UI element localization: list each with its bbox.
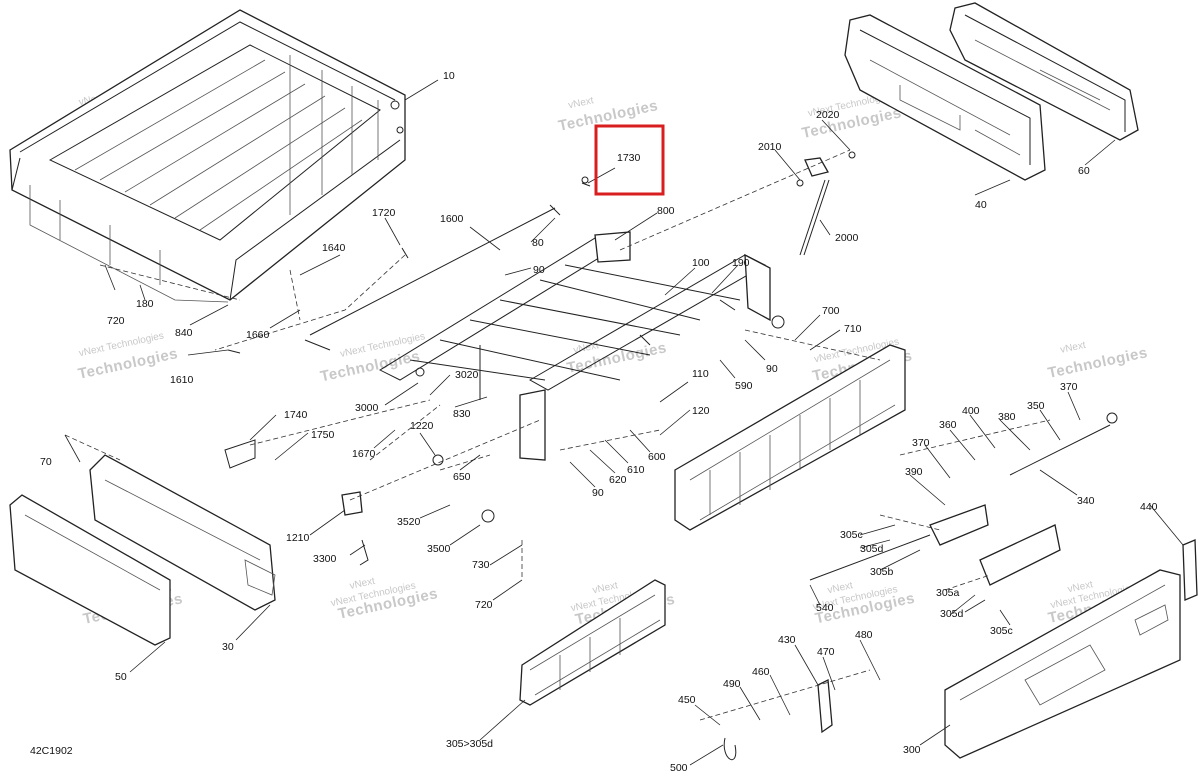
tailgate-inner-panel-part[interactable] xyxy=(674,344,906,531)
cargo-box-part[interactable] xyxy=(9,9,406,303)
latch-assembly-part[interactable] xyxy=(809,412,1118,586)
callout-305a[interactable]: 305a xyxy=(936,587,960,599)
callout-490[interactable]: 490 xyxy=(723,678,741,690)
callout-1640[interactable]: 1640 xyxy=(322,242,346,254)
callout-1730[interactable]: 1730 xyxy=(617,152,641,164)
callout-305d[interactable]: 305d xyxy=(860,543,884,555)
callout-1660[interactable]: 1660 xyxy=(246,329,270,341)
callout-610[interactable]: 610 xyxy=(627,464,645,476)
side-panel-50-part[interactable] xyxy=(9,494,171,646)
callout-1610[interactable]: 1610 xyxy=(170,374,194,386)
cable-part[interactable] xyxy=(723,678,833,761)
callout-340[interactable]: 340 xyxy=(1077,495,1095,507)
callout-110[interactable]: 110 xyxy=(692,368,709,380)
watermark-text: vNext xyxy=(592,580,620,596)
callout-80[interactable]: 80 xyxy=(532,237,544,249)
callout-305c[interactable]: 305c xyxy=(840,529,863,541)
callout-500[interactable]: 500 xyxy=(670,762,688,774)
callout-30[interactable]: 30 xyxy=(222,641,234,653)
callout-700[interactable]: 700 xyxy=(822,305,840,317)
callout-350[interactable]: 350 xyxy=(1027,400,1045,412)
watermark-text: vNext xyxy=(1067,579,1095,595)
callout-730[interactable]: 730 xyxy=(472,559,490,571)
callout-40[interactable]: 40 xyxy=(975,199,987,211)
callout-50[interactable]: 50 xyxy=(115,671,127,683)
callout-650[interactable]: 650 xyxy=(453,471,471,483)
callout-1740[interactable]: 1740 xyxy=(284,409,308,421)
watermark-text: vNext xyxy=(1059,340,1087,356)
callout-10[interactable]: 10 xyxy=(443,70,455,82)
callout-90-top[interactable]: 90 xyxy=(533,264,545,276)
hinge-440-part[interactable] xyxy=(1182,539,1198,601)
highlight-box xyxy=(594,124,665,196)
callout-360[interactable]: 360 xyxy=(939,419,957,431)
callout-440[interactable]: 440 xyxy=(1140,501,1158,513)
callout-390[interactable]: 390 xyxy=(905,466,923,478)
callout-370[interactable]: 370 xyxy=(1060,381,1078,393)
callout-380[interactable]: 380 xyxy=(998,411,1016,423)
callout-840[interactable]: 840 xyxy=(175,327,193,339)
callout-3000[interactable]: 3000 xyxy=(355,402,379,414)
callout-120[interactable]: 120 xyxy=(692,405,710,417)
watermark-text: vNext xyxy=(567,95,595,111)
watermark-text: vNext xyxy=(827,580,855,596)
callout-305c-lower[interactable]: 305c xyxy=(990,625,1013,637)
side-panel-30-part[interactable] xyxy=(89,454,276,611)
callout-470[interactable]: 470 xyxy=(817,646,835,658)
callout-190[interactable]: 190 xyxy=(732,257,750,269)
callout-1750[interactable]: 1750 xyxy=(311,429,335,441)
callout-590[interactable]: 590 xyxy=(735,380,753,392)
callout-3500[interactable]: 3500 xyxy=(427,543,451,555)
callout-2020[interactable]: 2020 xyxy=(816,109,840,121)
callout-70[interactable]: 70 xyxy=(40,456,52,468)
callout-720[interactable]: 720 xyxy=(107,315,125,327)
callout-300[interactable]: 300 xyxy=(903,744,921,756)
callout-800[interactable]: 800 xyxy=(657,205,675,217)
callout-370-left[interactable]: 370 xyxy=(912,437,930,449)
assembly-lines xyxy=(64,149,1051,721)
callout-600[interactable]: 600 xyxy=(648,451,666,463)
callout-305b[interactable]: 305b xyxy=(870,566,894,578)
callout-460[interactable]: 460 xyxy=(752,666,770,678)
callout-430[interactable]: 430 xyxy=(778,634,796,646)
callout-305d-lower[interactable]: 305d xyxy=(940,608,964,620)
side-panel-40-part[interactable] xyxy=(844,14,1046,181)
callout-3020[interactable]: 3020 xyxy=(455,369,479,381)
callout-480[interactable]: 480 xyxy=(855,629,873,641)
callout-1670[interactable]: 1670 xyxy=(352,448,376,460)
release-rod-part[interactable] xyxy=(304,176,591,351)
callout-labels: 10 180 720 840 1610 1600 1640 1660 1720 … xyxy=(40,70,1158,774)
callout-2000[interactable]: 2000 xyxy=(835,232,859,244)
callout-2010[interactable]: 2010 xyxy=(758,141,782,153)
callout-3300[interactable]: 3300 xyxy=(313,553,337,565)
callout-305-305d[interactable]: 305>305d xyxy=(446,738,493,750)
cargo-frame-part[interactable] xyxy=(378,231,785,461)
callout-1210[interactable]: 1210 xyxy=(286,532,310,544)
callout-3520[interactable]: 3520 xyxy=(397,516,421,528)
callout-90-bottom[interactable]: 90 xyxy=(592,487,604,499)
callout-710[interactable]: 710 xyxy=(844,323,862,335)
diagram-code: 42C1902 xyxy=(30,745,73,757)
callout-1220[interactable]: 1220 xyxy=(410,420,434,432)
side-panel-60-part[interactable] xyxy=(949,2,1139,141)
tailgate-outer-part[interactable] xyxy=(944,569,1181,759)
callout-400[interactable]: 400 xyxy=(962,405,980,417)
callout-450[interactable]: 450 xyxy=(678,694,696,706)
callout-830[interactable]: 830 xyxy=(453,408,471,420)
callout-1720[interactable]: 1720 xyxy=(372,207,396,219)
callout-720-lower[interactable]: 720 xyxy=(475,599,493,611)
callout-100[interactable]: 100 xyxy=(692,257,710,269)
watermark-text: vNext xyxy=(349,576,377,592)
small-hardware xyxy=(224,247,495,566)
callout-60[interactable]: 60 xyxy=(1078,165,1090,177)
callout-540[interactable]: 540 xyxy=(816,602,834,614)
callout-620[interactable]: 620 xyxy=(609,474,627,486)
callout-180[interactable]: 180 xyxy=(136,298,154,310)
callout-1600[interactable]: 1600 xyxy=(440,213,464,225)
callout-90-right[interactable]: 90 xyxy=(766,363,778,375)
tailgate-lower-grid-part[interactable] xyxy=(519,579,666,706)
leader-lines xyxy=(64,79,1184,766)
